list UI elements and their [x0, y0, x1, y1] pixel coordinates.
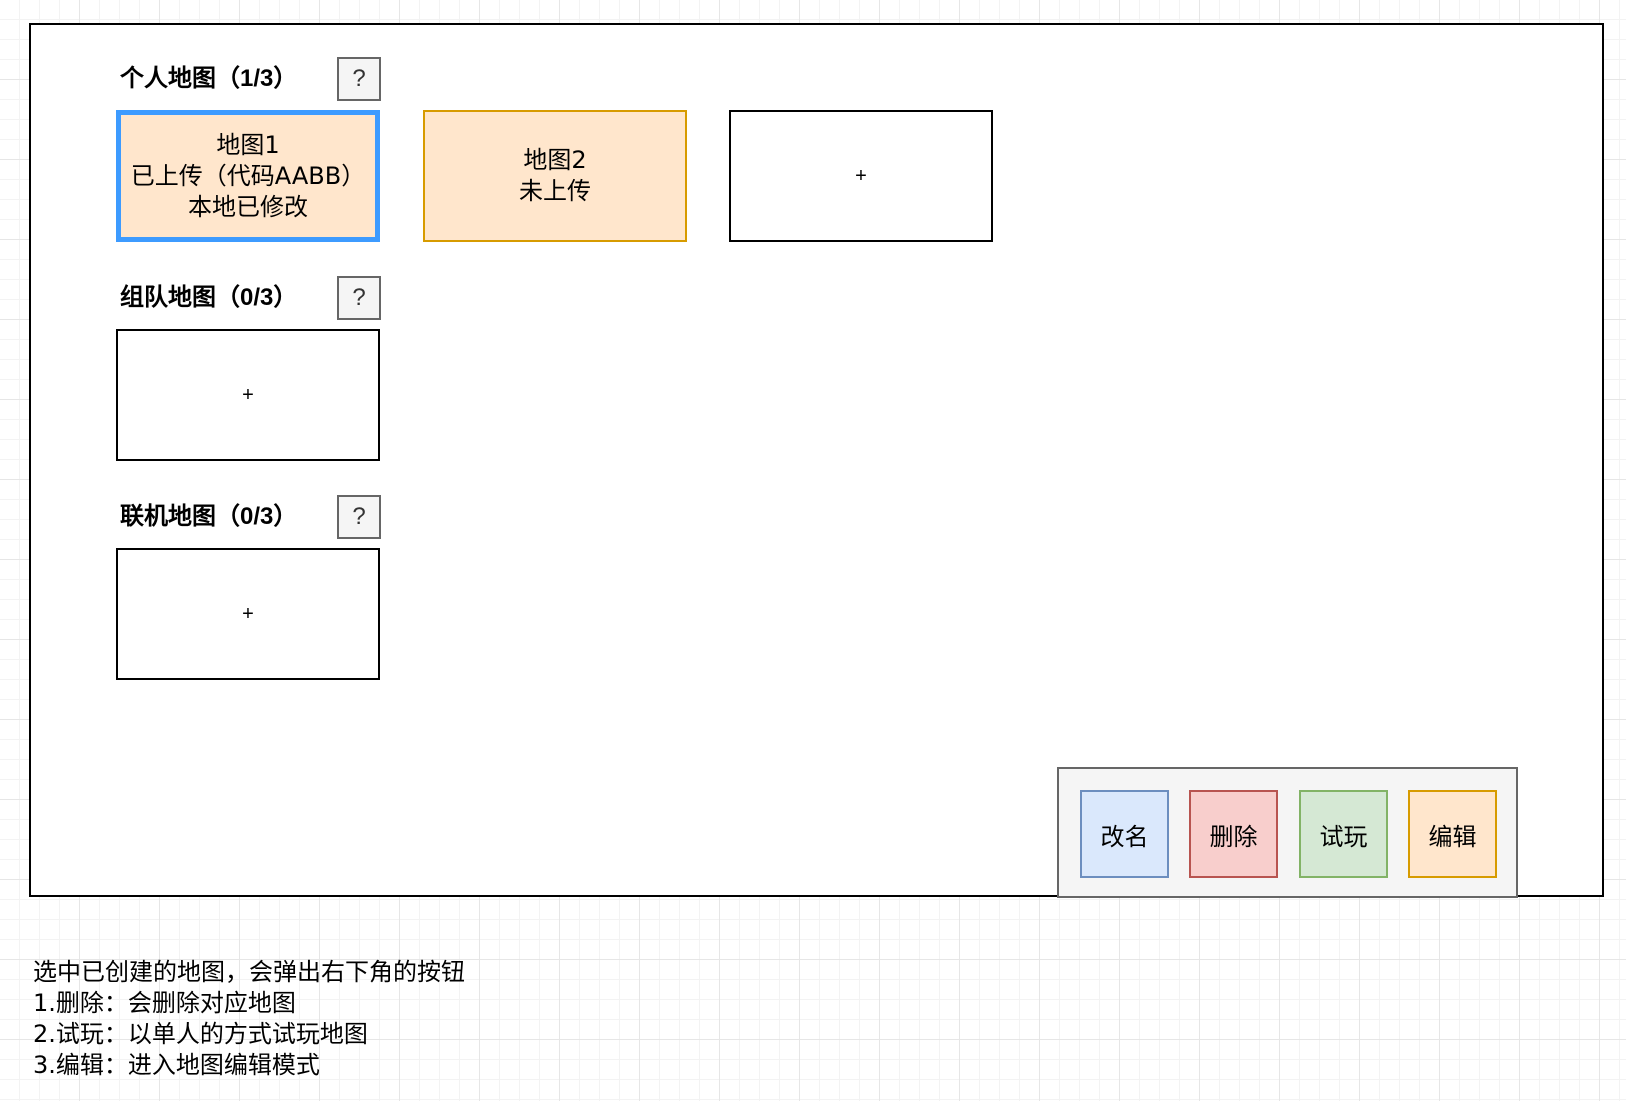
plus-icon: + [242, 383, 254, 406]
plus-icon: + [242, 602, 254, 625]
note-line: 3.编辑：进入地图编辑模式 [33, 1051, 320, 1079]
map-card-1-local-status: 本地已修改 [188, 192, 308, 221]
note-line: 选中已创建的地图，会弹出右下角的按钮 [33, 958, 465, 986]
try-play-button[interactable]: 试玩 [1299, 790, 1388, 878]
personal-maps-help-button[interactable]: ? [337, 57, 381, 101]
delete-button[interactable]: 删除 [1189, 790, 1278, 878]
online-maps-title: 联机地图（0/3） [120, 503, 298, 530]
map-list-window: 个人地图（1/3） ? 地图1 已上传（代码AABB） 本地已修改 地图2 未上… [29, 23, 1604, 897]
rename-button[interactable]: 改名 [1080, 790, 1169, 878]
map-action-panel: 改名 删除 试玩 编辑 [1057, 767, 1518, 898]
online-maps-help-button[interactable]: ? [337, 495, 381, 539]
plus-icon: + [855, 164, 867, 187]
question-mark-icon: ? [352, 284, 366, 311]
map-card-1-name: 地图1 [216, 130, 280, 159]
map-card-2-upload-status: 未上传 [519, 177, 591, 205]
map-card-2-name: 地图2 [523, 146, 587, 174]
notes: 选中已创建的地图，会弹出右下角的按钮 1.删除：会删除对应地图 2.试玩：以单人… [33, 957, 465, 1081]
team-maps-help-button[interactable]: ? [337, 276, 381, 320]
edit-button[interactable]: 编辑 [1408, 790, 1497, 878]
question-mark-icon: ? [352, 65, 366, 92]
map-card-2[interactable]: 地图2 未上传 [423, 110, 687, 242]
note-line: 2.试玩：以单人的方式试玩地图 [33, 1020, 368, 1048]
add-online-map-button[interactable]: + [116, 548, 380, 680]
note-line: 1.删除：会删除对应地图 [33, 989, 296, 1017]
personal-maps-title: 个人地图（1/3） [120, 65, 298, 92]
question-mark-icon: ? [352, 503, 366, 530]
team-maps-title: 组队地图（0/3） [120, 284, 298, 311]
add-personal-map-button[interactable]: + [729, 110, 993, 242]
add-team-map-button[interactable]: + [116, 329, 380, 461]
map-card-1-upload-status: 已上传（代码AABB） [130, 161, 366, 190]
map-card-1[interactable]: 地图1 已上传（代码AABB） 本地已修改 [116, 110, 380, 242]
